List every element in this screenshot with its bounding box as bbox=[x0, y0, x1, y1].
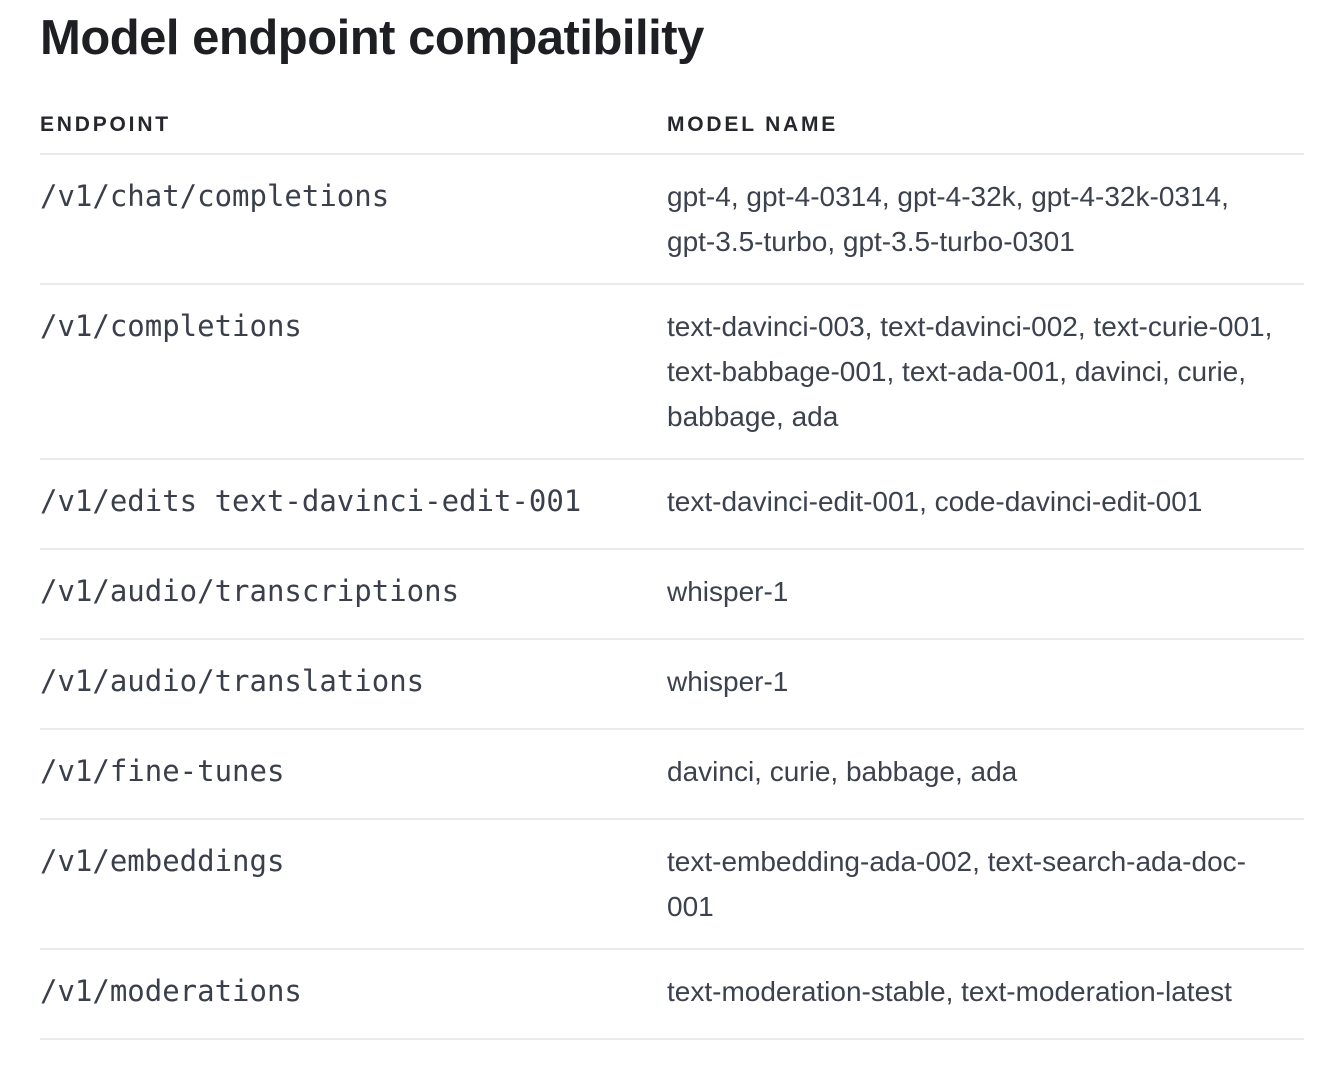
model-name-cell: text-davinci-003, text-davinci-002, text… bbox=[667, 284, 1304, 461]
column-header-model-name: MODEL NAME bbox=[667, 112, 1304, 156]
endpoint-code: /v1/chat/completions bbox=[40, 179, 390, 214]
model-endpoint-compatibility-table: ENDPOINT MODEL NAME /v1/chat/completions… bbox=[40, 112, 1304, 1041]
endpoint-cell: /v1/edits text-davinci-edit-001 bbox=[40, 459, 667, 551]
endpoint-cell: /v1/fine-tunes bbox=[40, 729, 667, 821]
table-row: /v1/edits text-davinci-edit-001 text-dav… bbox=[40, 459, 1304, 551]
table-row: /v1/audio/translations whisper-1 bbox=[40, 639, 1304, 731]
column-header-endpoint: ENDPOINT bbox=[40, 112, 667, 156]
model-name-cell: whisper-1 bbox=[667, 639, 1304, 731]
table-row: /v1/audio/transcriptions whisper-1 bbox=[40, 549, 1304, 641]
header-row: ENDPOINT MODEL NAME bbox=[40, 112, 1304, 156]
model-name-cell: text-embedding-ada-002, text-search-ada-… bbox=[667, 819, 1304, 951]
endpoint-cell: /v1/completions bbox=[40, 284, 667, 461]
endpoint-code: /v1/edits text-davinci-edit-001 bbox=[40, 484, 582, 519]
table-row: /v1/fine-tunes davinci, curie, babbage, … bbox=[40, 729, 1304, 821]
endpoint-code: /v1/completions bbox=[40, 309, 302, 344]
page-title: Model endpoint compatibility bbox=[40, 11, 704, 65]
model-name-cell: davinci, curie, babbage, ada bbox=[667, 729, 1304, 821]
endpoint-code: /v1/moderations bbox=[40, 974, 302, 1009]
endpoint-code: /v1/fine-tunes bbox=[40, 754, 285, 789]
endpoint-cell: /v1/audio/translations bbox=[40, 639, 667, 731]
table-header: ENDPOINT MODEL NAME bbox=[40, 112, 1304, 156]
model-name-cell: text-davinci-edit-001, code-davinci-edit… bbox=[667, 459, 1304, 551]
table-row: /v1/moderations text-moderation-stable, … bbox=[40, 949, 1304, 1041]
table-row: /v1/embeddings text-embedding-ada-002, t… bbox=[40, 819, 1304, 951]
endpoint-cell: /v1/embeddings bbox=[40, 819, 667, 951]
endpoint-code: /v1/audio/translations bbox=[40, 664, 425, 699]
model-name-cell: text-moderation-stable, text-moderation-… bbox=[667, 949, 1304, 1041]
endpoint-cell: /v1/chat/completions bbox=[40, 154, 667, 286]
endpoint-cell: /v1/audio/transcriptions bbox=[40, 549, 667, 641]
table-body: /v1/chat/completions gpt-4, gpt-4-0314, … bbox=[40, 154, 1304, 1041]
table-row: /v1/completions text-davinci-003, text-d… bbox=[40, 284, 1304, 461]
model-name-cell: gpt-4, gpt-4-0314, gpt-4-32k, gpt-4-32k-… bbox=[667, 154, 1304, 286]
table-row: /v1/chat/completions gpt-4, gpt-4-0314, … bbox=[40, 154, 1304, 286]
endpoint-code: /v1/audio/transcriptions bbox=[40, 574, 460, 609]
docs-page: Model endpoint compatibility ENDPOINT MO… bbox=[40, 11, 1304, 1041]
endpoint-cell: /v1/moderations bbox=[40, 949, 667, 1041]
endpoint-code: /v1/embeddings bbox=[40, 844, 285, 879]
model-name-cell: whisper-1 bbox=[667, 549, 1304, 641]
